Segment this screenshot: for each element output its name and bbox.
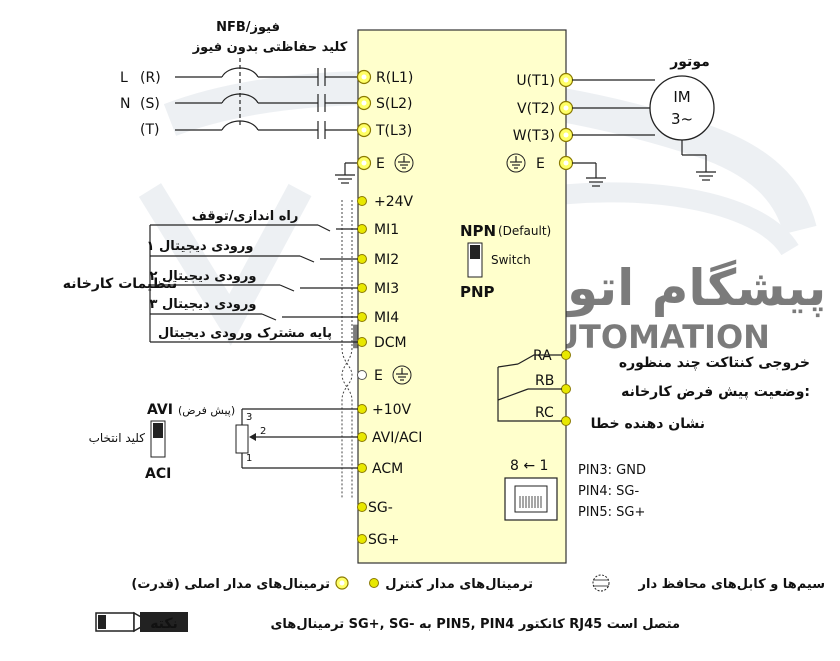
relay-outputs: RA RB RC xyxy=(497,348,571,426)
shield-icon xyxy=(592,574,610,592)
digital-inputs: تنظیمات کارخانه راه اندازی/توقف ورودی دی… xyxy=(63,209,358,343)
legend-power-terminals: ترمینال‌های مدار اصلی (قدرت) xyxy=(131,577,330,592)
terminal-sg-plus-label: SG+ xyxy=(368,532,399,548)
input-start-stop-label: راه اندازی/توقف xyxy=(192,209,299,224)
supply-code-s: (S) xyxy=(140,96,160,112)
motor: موتور IM 3~ xyxy=(649,54,716,181)
terminal-mi3-label: MI3 xyxy=(374,281,399,297)
ground-icon xyxy=(392,365,412,385)
drive-panel xyxy=(357,29,567,564)
rj45-pin3: PIN3: GND xyxy=(578,463,646,478)
terminal-mi4-label: MI4 xyxy=(374,310,399,326)
terminal-s-l2-label: S(L2) xyxy=(376,96,413,112)
pot-pin-2: 2 xyxy=(260,426,266,437)
relay-desc-line2: وضعیت پیش فرض کارخانه: xyxy=(621,384,810,400)
factory-settings-label: تنظیمات کارخانه xyxy=(63,276,177,292)
terminal-v-t2-label: V(T2) xyxy=(517,101,555,117)
relay-ra-label: RA xyxy=(533,348,552,364)
potentiometer xyxy=(235,424,249,454)
input-common-label: پایه مشترک ورودی دیجیتال xyxy=(158,326,332,341)
motor-label-3ph: 3~ xyxy=(671,110,693,128)
terminal-mi2 xyxy=(357,254,367,264)
legend-control-terminals: ترمینال‌های مدار کنترل xyxy=(385,577,533,592)
terminal-w-t3-label: W(T3) xyxy=(513,128,555,144)
ground-icon xyxy=(394,153,414,173)
shielded-cable xyxy=(341,200,353,498)
terminal-rc xyxy=(561,416,571,426)
analog-input: AVI (پیش فرض) کلید انتخاب ACI 3 2 1 xyxy=(89,402,358,482)
legend: ترمینال‌های مدار اصلی (قدرت) ترمینال‌های… xyxy=(131,574,825,592)
terminal-24v-label: +24V xyxy=(374,194,414,210)
avi-default-label: (پیش فرض) xyxy=(178,404,235,417)
terminal-t-l3-label: T(L3) xyxy=(375,123,412,139)
terminal-e-power-left-label: E xyxy=(376,156,385,172)
legend-shielded: سیم‌ها و کابل‌های محافظ دار xyxy=(638,577,825,592)
terminal-mi3 xyxy=(357,283,367,293)
aci-label: ACI xyxy=(145,466,171,482)
terminal-mi1 xyxy=(357,224,367,234)
right-power-terminals: U(T1) V(T2) W(T3) E موتور IM 3~ xyxy=(506,54,716,187)
terminal-avi-aci-label: AVI/ACI xyxy=(372,430,422,446)
motor-title: موتور xyxy=(669,54,710,70)
terminal-10v xyxy=(357,404,367,414)
supply-line-n: N xyxy=(120,96,130,112)
relay-rc-label: RC xyxy=(535,405,554,421)
pot-pin-1: 1 xyxy=(246,453,252,464)
nfb-label: NFB/فیوز xyxy=(216,20,280,35)
rj45-pin-order: 8 ← 1 xyxy=(510,458,548,474)
selector-label: کلید انتخاب xyxy=(89,431,146,445)
avi-label: AVI xyxy=(147,402,173,418)
terminal-e-control-label: E xyxy=(374,368,383,384)
terminal-mi1-label: MI1 xyxy=(374,222,399,238)
terminal-dcm-label: DCM xyxy=(374,335,407,351)
switch-label: Switch xyxy=(491,253,531,267)
supply-code-r: (R) xyxy=(140,70,161,86)
note: نکته ترمینال‌های SG+, SG- به PIN5, PIN4 … xyxy=(95,611,680,633)
note-text: ترمینال‌های SG+, SG- به PIN5, PIN4 کانکت… xyxy=(271,617,680,632)
npn-pnp-switch[interactable]: NPN (Default) Switch PNP xyxy=(460,222,551,301)
terminal-avi-aci xyxy=(357,432,367,442)
relay-rb-label: RB xyxy=(535,373,554,389)
terminal-sg-plus xyxy=(357,534,367,544)
npn-label: NPN xyxy=(460,222,496,240)
supply-code-t: (T) xyxy=(140,122,159,138)
input-digital-3-label: ورودی دیجیتال ۳ xyxy=(150,297,257,312)
relay-desc-line3: نشان دهنده خطا xyxy=(591,416,705,432)
terminal-acm xyxy=(357,463,367,473)
input-digital-2-label: ورودی دیجیتال ۲ xyxy=(150,269,257,284)
control-terminals: +24V MI1 MI2 MI3 MI4 DCM E +10V AVI/ACI … xyxy=(357,194,422,548)
pot-pin-3: 3 xyxy=(246,412,252,423)
terminal-mi2-label: MI2 xyxy=(374,252,399,268)
terminal-sg-minus-label: SG- xyxy=(368,500,393,516)
terminal-u-t1-label: U(T1) xyxy=(516,73,555,89)
ground-icon xyxy=(506,153,526,173)
breaker-label: کلید حفاظتی بدون فیوز xyxy=(192,40,348,55)
rj45-pin5: PIN5: SG+ xyxy=(578,505,645,520)
pnp-label: PNP xyxy=(460,283,495,301)
terminal-ra xyxy=(561,350,571,360)
left-power-terminals: R(L1) S(L2) T(L3) E xyxy=(356,69,414,173)
terminal-acm-label: ACM xyxy=(372,461,403,477)
input-digital-1-label: ورودی دیجیتال ۱ xyxy=(147,239,254,254)
terminal-10v-label: +10V xyxy=(372,402,412,418)
relay-desc-line1: خروجی کنتاکت چند منظوره xyxy=(619,355,810,371)
supply-line-l: L xyxy=(120,70,128,86)
rj45-connector: 8 ← 1 PIN3: GND PIN4: SG- PIN5: SG+ xyxy=(504,458,646,521)
relay-description: خروجی کنتاکت چند منظوره وضعیت پیش فرض کا… xyxy=(591,355,810,432)
terminal-e-power-right-label: E xyxy=(536,156,545,172)
terminal-sg-minus xyxy=(357,502,367,512)
terminal-24v xyxy=(357,196,367,206)
motor-label-im: IM xyxy=(673,88,690,106)
terminal-e-control xyxy=(357,370,367,380)
terminal-mi4 xyxy=(357,312,367,322)
terminal-rb xyxy=(561,384,571,394)
note-badge xyxy=(140,612,188,632)
terminal-dcm xyxy=(357,337,367,347)
terminal-r-l1-label: R(L1) xyxy=(376,70,413,86)
legend-control-terminal-icon xyxy=(369,578,379,588)
npn-default-label: (Default) xyxy=(498,224,551,238)
rj45-pin4: PIN4: SG- xyxy=(578,484,640,499)
rj45-port-icon xyxy=(504,477,558,521)
note-badge-text: نکته xyxy=(150,616,178,632)
